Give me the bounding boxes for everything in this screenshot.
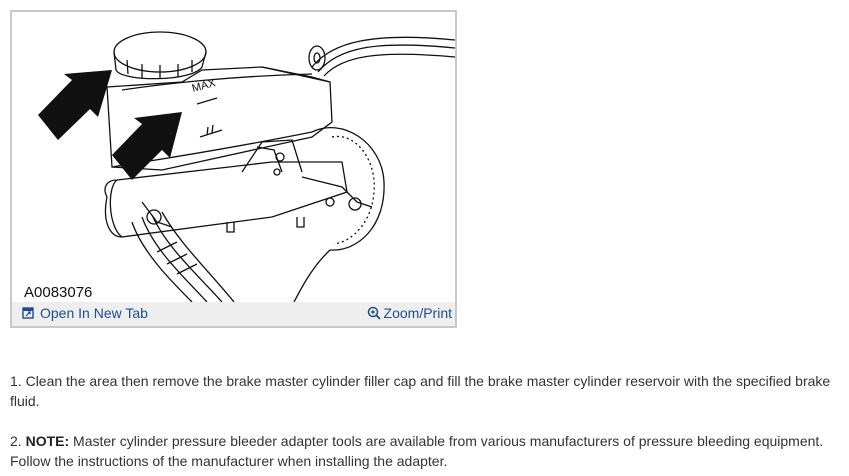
master-cylinder-illustration: MAX [38,31,455,302]
open-in-new-tab-label: Open In New Tab [40,305,148,321]
step-number: 2. [10,433,22,449]
arrow-cap-pointer [38,70,112,140]
magnifier-plus-icon [367,306,381,320]
figure-toolbar: Open In New Tab Zoom/Print [12,302,455,326]
note-label: NOTE: [25,433,70,449]
step-1: 1. Clean the area then remove the brake … [10,371,845,411]
figure-id-label: A0083076 [24,284,93,301]
step-number: 1. [10,373,22,389]
open-in-new-tab-link[interactable]: Open In New Tab [22,305,148,321]
max-mark-label: MAX [191,77,218,95]
step-text: Master cylinder pressure bleeder adapter… [10,433,824,469]
zoom-print-link[interactable]: Zoom/Print [367,305,452,321]
step-2: 2. NOTE: Master cylinder pressure bleede… [10,431,845,471]
figure-container: MAX A0083076 [10,10,457,328]
step-text: Clean the area then remove the brake mas… [10,373,831,409]
zoom-print-label: Zoom/Print [383,305,452,321]
arrow-max-pointer [112,112,182,180]
external-window-icon [22,307,34,319]
